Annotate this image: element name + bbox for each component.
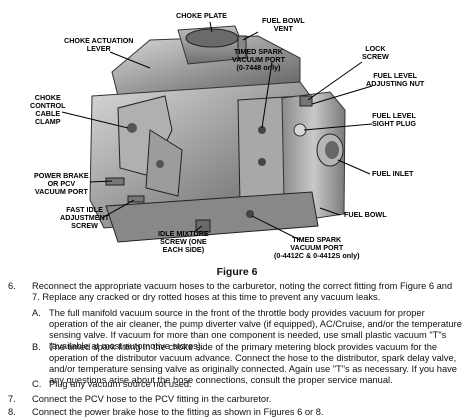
substep-letter: C. [32,379,42,389]
step-number: 8. [8,407,16,417]
callout-timed-spark-bottom: TIMED SPARK VACUUM PORT (0-4412C & 0-441… [274,235,360,260]
substep-letter: A. [32,308,41,318]
figure-caption: Figure 6 [216,266,258,278]
step-number: 6. [8,281,16,291]
callout-idle-mixture-screw: IDLE MIXTURE SCREW (ONE EACH SIDE) [158,229,209,254]
callout-fuel-inlet: FUEL INLET [372,169,414,178]
carburetor-figure: CHOKE PLATE FUEL BOWL VENT CHOKE ACTUATI… [30,11,425,260]
callout-fast-idle-screw: FAST IDLE ADJUSTMENT SCREW [60,205,110,230]
substep-letter: B. [32,342,41,352]
callout-timed-spark-top: TIMED SPARK VACUUM PORT (0-7448 only) [232,47,285,72]
substep-text: The timed spark fitting in the choke sid… [49,342,457,385]
step-number: 7. [8,394,16,404]
callout-fuel-bowl-vent: FUEL BOWL VENT [262,16,305,33]
step-text: Reconnect the appropriate vacuum hoses t… [32,281,453,302]
step-text: Connect the power brake hose to the fitt… [32,407,324,417]
substep-text: The full manifold vacuum source in the f… [49,308,462,351]
callout-power-brake-port: POWER BRAKE OR PCV VACUUM PORT [34,171,89,196]
callout-fuel-level-adjusting-nut: FUEL LEVEL ADJUSTING NUT [366,71,425,88]
callout-fuel-bowl: FUEL BOWL [344,210,387,219]
carburetor-photo [61,21,373,243]
callout-choke-plate: CHOKE PLATE [176,11,227,20]
callout-lock-screw: LOCK SCREW [362,44,389,61]
step-text: Connect the PCV hose to the PCV fitting … [32,394,272,404]
callout-choke-control-cable-clamp: CHOKE CONTROL CABLE CLAMP [30,93,66,126]
callout-fuel-level-sight-plug: FUEL LEVEL SIGHT PLUG [372,111,416,128]
substep-text: Plug any vacuum source not used. [49,379,192,389]
callout-choke-actuation-lever: CHOKE ACTUATION LEVER [64,36,134,53]
